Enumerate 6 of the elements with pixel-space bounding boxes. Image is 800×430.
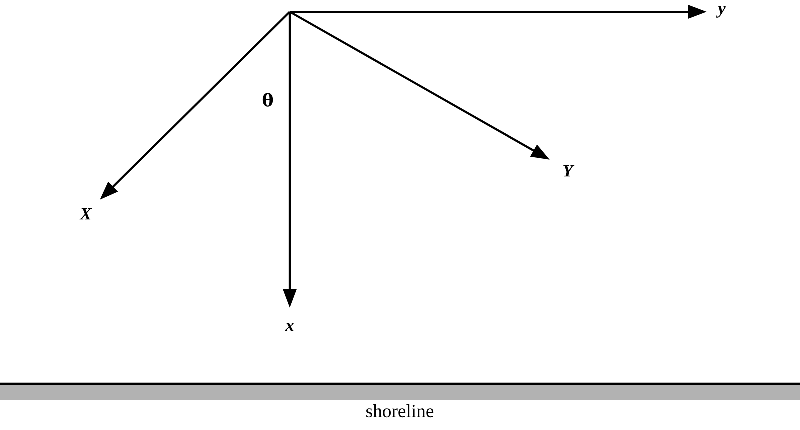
- angle-label: θ: [262, 93, 274, 107]
- axis-label: x: [285, 323, 294, 331]
- axis-label: X: [80, 208, 92, 220]
- axis-label: Y: [564, 165, 575, 177]
- shoreline-label: shoreline: [366, 404, 434, 418]
- axis-label: y: [716, 6, 726, 18]
